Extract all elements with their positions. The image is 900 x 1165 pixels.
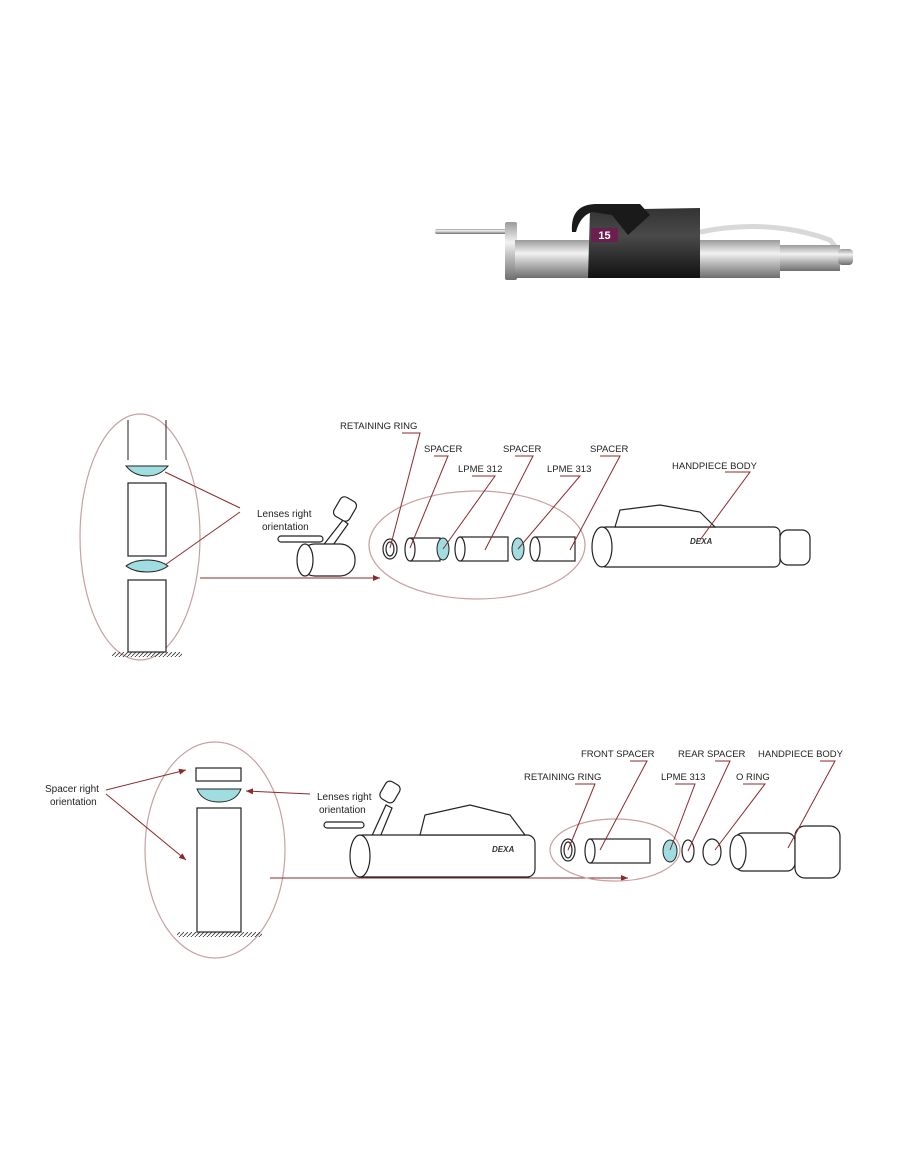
label-spacer-1: SPACER: [424, 444, 463, 455]
label-retaining-ring: RETAINING RING: [340, 421, 417, 432]
label-handpiece-body-2: HANDPIECE BODY: [758, 749, 844, 760]
lens-orientation-label-d2: Lenses right: [317, 792, 372, 803]
label-retaining-ring-2: RETAINING RING: [524, 772, 601, 783]
handpiece-assembled-drawing: DEXA: [323, 780, 536, 878]
label-lpme-313-2: LPME 313: [661, 772, 705, 783]
badge: [591, 228, 618, 242]
label-o-ring: O RING: [736, 772, 770, 783]
label-lpme-313: LPME 313: [547, 464, 591, 475]
spacer-orientation-detail: [177, 767, 262, 937]
handpiece-body-drawing: DEXA: [591, 504, 811, 568]
label-lpme-312: LPME 312: [458, 464, 502, 475]
spacer-orientation-label: Spacer right: [45, 784, 99, 795]
diagram-2: Spacer right orientation Lenses right or…: [45, 741, 844, 959]
spacer-orientation-label-2: orientation: [50, 797, 97, 808]
handpiece-photo: 15: [435, 204, 853, 280]
lens-orientation-label-2: orientation: [262, 522, 309, 533]
parts-row-1: [382, 536, 576, 562]
svg-text:DEXA: DEXA: [492, 845, 514, 854]
label-handpiece-body: HANDPIECE BODY: [672, 461, 758, 472]
tip-part: [277, 496, 358, 577]
parts-row-2: [560, 825, 841, 879]
label-spacer-3: SPACER: [590, 444, 629, 455]
label-spacer-2: SPACER: [503, 444, 542, 455]
lens-orientation-label: Lenses right: [257, 509, 312, 520]
label-front-spacer: FRONT SPACER: [581, 749, 655, 760]
label-rear-spacer: REAR SPACER: [678, 749, 746, 760]
svg-text:DEXA: DEXA: [690, 537, 712, 546]
lens-orientation-detail: [112, 420, 182, 657]
lens-orientation-label-d2-2: orientation: [319, 805, 366, 816]
diagram-1: Lenses right orientation DEXA RETAINING …: [79, 413, 811, 661]
badge-number: 15: [598, 230, 610, 242]
